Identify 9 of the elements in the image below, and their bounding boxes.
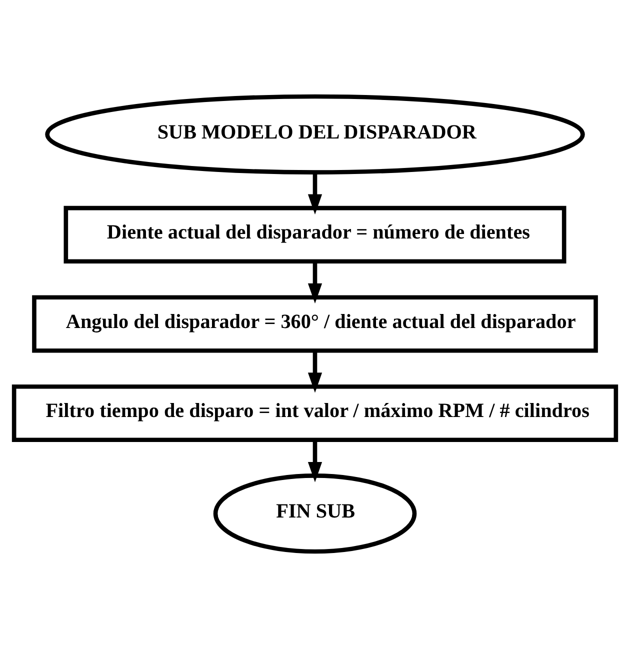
- arrow: [308, 440, 322, 482]
- arrow: [308, 172, 322, 214]
- node-box: Filtro tiempo de disparo = int valor / máximo RPM / # cilindros: [12, 384, 618, 442]
- node-box: Diente actual del disparador = número de dientes: [64, 206, 566, 264]
- arrow: [308, 350, 322, 393]
- arrow: [308, 262, 322, 304]
- node-ellipse: SUB MODELO DEL DISPARADOR: [45, 94, 585, 174]
- node-ellipse: FIN SUB: [213, 474, 417, 554]
- node-box: Angulo del disparador = 360° / diente actual del disparador: [32, 295, 598, 353]
